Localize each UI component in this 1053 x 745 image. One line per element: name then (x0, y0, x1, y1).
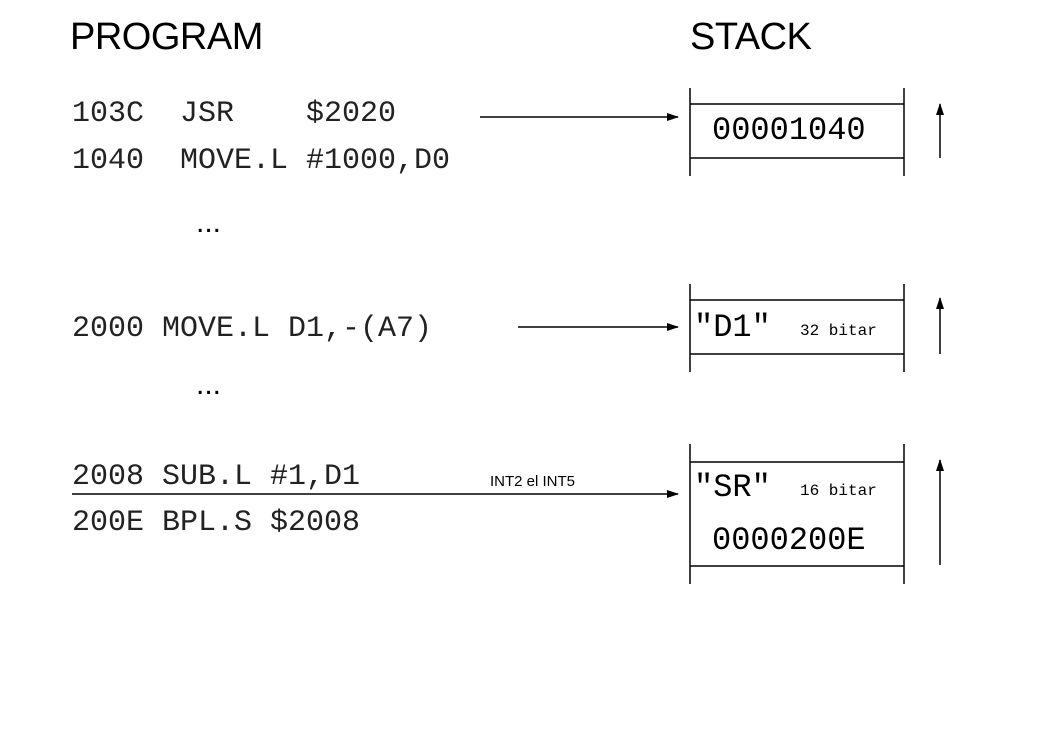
code-line-sub: 2008 SUB.L #1,D1 (72, 460, 361, 494)
stack-pc-value: 0000200E (712, 522, 866, 559)
stack-return-address: 00001040 (712, 112, 866, 149)
code-line-move-d0: 1040 MOVE.L #1000,D0 (72, 144, 451, 178)
stack-d1-label: "D1" (694, 309, 771, 346)
ellipsis-1: ... (196, 206, 222, 239)
stack-frame-2 (689, 284, 905, 372)
stack-frame-3 (689, 444, 905, 584)
interrupt-label: INT2 el INT5 (490, 473, 576, 490)
program-heading: PROGRAM (70, 16, 263, 58)
stack-sr-label: "SR" (694, 469, 771, 506)
code-line-move-d1: 2000 MOVE.L D1,-(A7) (72, 312, 433, 346)
code-line-bpl: 200E BPL.S $2008 (72, 506, 361, 540)
stack-heading: STACK (690, 16, 812, 58)
stack-frame-1 (689, 88, 905, 176)
stack-sr-size: 16 bitar (800, 482, 877, 500)
stack-d1-size: 32 bitar (800, 322, 877, 340)
ellipsis-2: ... (196, 368, 222, 401)
code-line-jsr: 103C JSR $2020 (72, 97, 397, 131)
